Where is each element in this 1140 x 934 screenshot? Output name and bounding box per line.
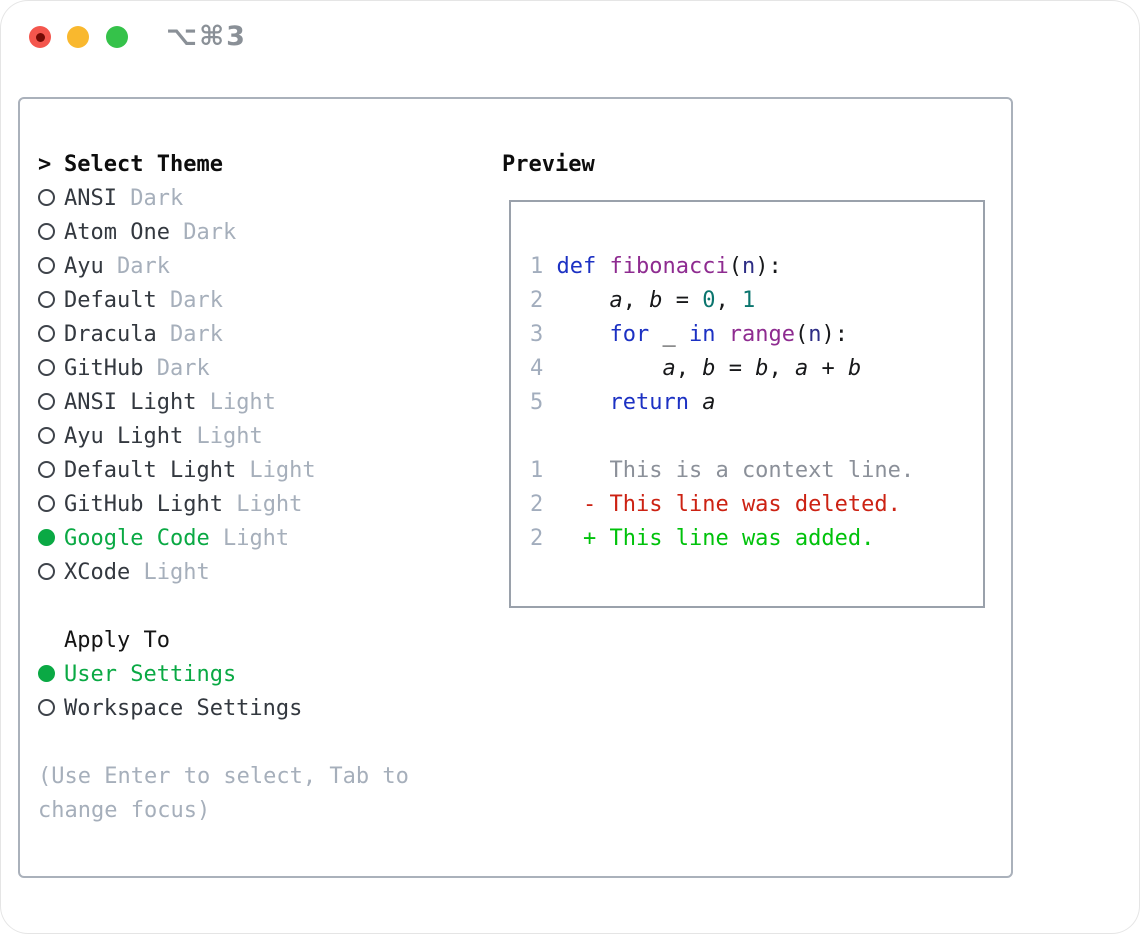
radio-icon	[38, 257, 55, 274]
line-number: 2	[530, 492, 544, 517]
theme-option[interactable]: ANSI Dark	[38, 182, 409, 216]
line-number: 5	[530, 390, 544, 415]
line-number: 2	[530, 288, 544, 313]
close-button[interactable]	[29, 26, 51, 48]
radio-selected-icon	[38, 529, 55, 546]
theme-option[interactable]: Ayu Dark	[38, 250, 409, 284]
line-number: 1	[530, 458, 544, 483]
theme-option[interactable]: Default Dark	[38, 284, 409, 318]
line-number: 4	[530, 356, 544, 381]
diff-line-deleted: 2 - This line was deleted.	[530, 492, 901, 517]
titlebar: ⌥⌘3	[0, 0, 1140, 97]
line-number: 1	[530, 254, 544, 279]
code-preview: 1 def fibonacci(n): 2 a, b = 0, 1 3 for _ …	[530, 250, 914, 556]
radio-icon	[38, 563, 55, 580]
theme-option[interactable]: ANSI Light Light	[38, 386, 409, 420]
minimize-button[interactable]	[67, 26, 89, 48]
radio-icon	[38, 495, 55, 512]
theme-option[interactable]: Default Light Light	[38, 454, 409, 488]
theme-option[interactable]: GitHub Dark	[38, 352, 409, 386]
radio-icon	[38, 291, 55, 308]
apply-to-option[interactable]: Workspace Settings	[38, 692, 409, 726]
zoom-button[interactable]	[106, 26, 128, 48]
theme-option[interactable]: Ayu Light Light	[38, 420, 409, 454]
apply-to-option[interactable]: User Settings	[38, 658, 409, 692]
preview-title: Preview	[502, 152, 595, 177]
line-number: 3	[530, 322, 544, 347]
line-number: 2	[530, 526, 544, 551]
focus-caret-icon: >	[38, 152, 52, 177]
theme-option[interactable]: GitHub Light Light	[38, 488, 409, 522]
radio-icon	[38, 427, 55, 444]
radio-icon	[38, 461, 55, 478]
radio-icon	[38, 325, 55, 342]
preview-box: 1 def fibonacci(n): 2 a, b = 0, 1 3 for _ …	[509, 200, 985, 608]
radio-icon	[38, 393, 55, 410]
code-line: 1 def fibonacci(n):	[530, 254, 782, 279]
radio-icon	[38, 359, 55, 376]
select-theme-title: >Select Theme	[38, 152, 223, 177]
radio-selected-icon	[38, 665, 55, 682]
theme-option[interactable]: Google Code Light	[38, 522, 409, 556]
radio-icon	[38, 223, 55, 240]
code-line: 4 a, b = b, a + b	[530, 356, 862, 381]
hint-text-line1: (Use Enter to select, Tab to	[38, 764, 409, 789]
code-line: 5 return a	[530, 390, 716, 415]
code-line: 3 for _ in range(n):	[530, 322, 848, 347]
apply-to-title: Apply To	[64, 628, 170, 653]
keyboard-shortcut-label: ⌥⌘3	[166, 21, 247, 52]
theme-option[interactable]: XCode Light	[38, 556, 409, 590]
radio-icon	[38, 699, 55, 716]
theme-option[interactable]: Atom One Dark	[38, 216, 409, 250]
theme-option[interactable]: Dracula Dark	[38, 318, 409, 352]
hint-text-line2: change focus)	[38, 798, 211, 823]
radio-icon	[38, 189, 55, 206]
code-line: 2 a, b = 0, 1	[530, 288, 756, 313]
diff-line-context: 1 This is a context line.	[530, 458, 915, 483]
diff-line-added: 2 + This line was added.	[530, 526, 875, 551]
